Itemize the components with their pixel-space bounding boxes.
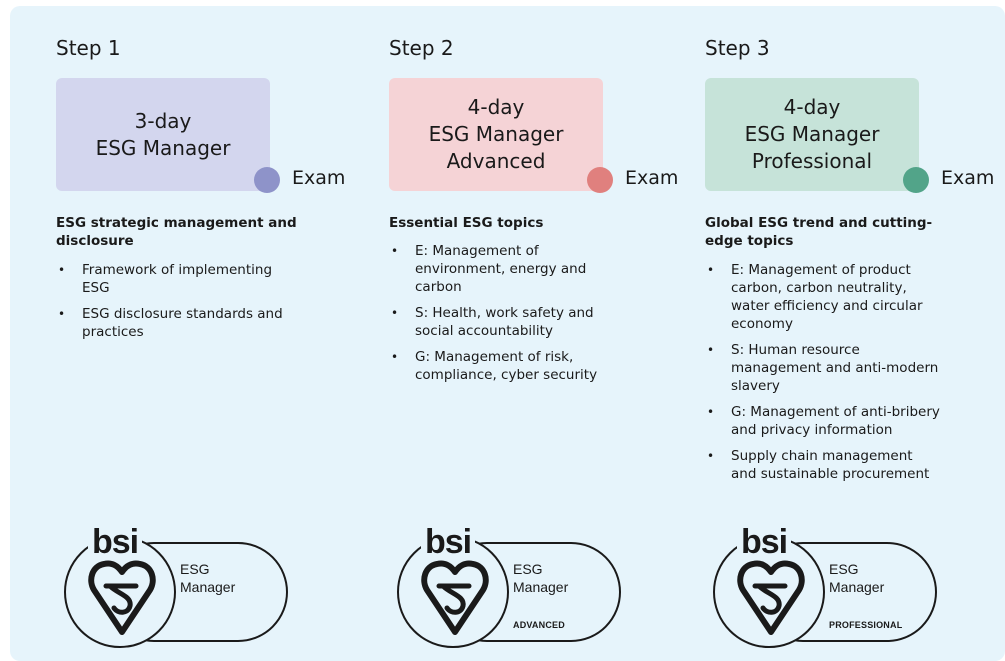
list-item: S: Health, work safety and social accoun… [389, 304, 624, 340]
step-2-label: Step 2 [389, 36, 454, 60]
list-item: E: Management of environment, energy and… [389, 242, 624, 296]
topic-title: ESG strategic management and disclosure [56, 215, 297, 249]
step-1-column: Step 1 3-day ESG Manager Exam ESG strate… [56, 6, 356, 661]
list-item: G: Management of risk, compliance, cyber… [389, 348, 624, 384]
step-3-label: Step 3 [705, 36, 770, 60]
topic-title: Essential ESG topics [389, 215, 544, 231]
bsi-kitemark-icon [421, 560, 489, 635]
step-3-course-box: 4-day ESG Manager Professional [705, 78, 919, 191]
exam-label: Exam [941, 167, 995, 189]
badge-text: ESG Manager [180, 561, 236, 595]
topic-title: Global ESG trend and cutting-edge topics [705, 215, 933, 249]
step-2-column: Step 2 4-day ESG Manager Advanced Exam E… [389, 6, 689, 661]
course-duration: 3-day [134, 108, 192, 133]
course-duration: 4-day [467, 95, 525, 119]
list-item: ESG disclosure standards and practices [56, 305, 291, 341]
bsi-esg-manager-advanced-badge: bsi ESG Manager ADVANCED [397, 524, 627, 648]
course-duration: 4-day [783, 95, 841, 119]
course-name: ESG Manager [428, 122, 564, 146]
bsi-logo: bsi [88, 524, 143, 560]
bsi-kitemark-icon [88, 560, 156, 635]
badge-text: ESG Manager [513, 561, 569, 595]
topic-list: Framework of implementing ESG ESG disclo… [56, 261, 291, 349]
course-level: Professional [751, 149, 873, 173]
list-item: G: Management of anti-bribery and privac… [705, 403, 940, 439]
bsi-kitemark-icon [737, 560, 805, 635]
list-item: Framework of implementing ESG [56, 261, 291, 297]
exam-dot-icon [587, 167, 613, 193]
list-item: Supply chain management and sustainable … [705, 447, 940, 483]
badge-level: PROFESSIONAL [829, 620, 903, 630]
step-2-course-box: 4-day ESG Manager Advanced [389, 78, 603, 191]
bsi-esg-manager-professional-badge: bsi ESG Manager PROFESSIONAL [713, 524, 943, 648]
step-3-column: Step 3 4-day ESG Manager Professional Ex… [705, 6, 1005, 661]
course-level: Advanced [446, 149, 546, 173]
exam-label: Exam [292, 167, 346, 189]
step-1-course-box: 3-day ESG Manager [56, 78, 270, 191]
exam-dot-icon [903, 167, 929, 193]
topic-list: E: Management of environment, energy and… [389, 242, 624, 392]
exam-label: Exam [625, 167, 679, 189]
bsi-esg-manager-badge: bsi ESG Manager [64, 524, 294, 648]
topic-list: E: Management of product carbon, carbon … [705, 261, 940, 491]
course-name: ESG Manager [744, 122, 880, 146]
course-name: ESG Manager [95, 135, 231, 160]
badge-text: ESG Manager [829, 561, 885, 595]
exam-dot-icon [254, 167, 280, 193]
list-item: E: Management of product carbon, carbon … [705, 261, 940, 333]
bsi-logo: bsi [737, 524, 792, 560]
badge-level: ADVANCED [513, 620, 565, 630]
step-1-label: Step 1 [56, 36, 121, 60]
list-item: S: Human resource management and anti-mo… [705, 341, 940, 395]
bsi-logo: bsi [421, 524, 476, 560]
esg-pathway-panel: Step 1 3-day ESG Manager Exam ESG strate… [10, 6, 1005, 661]
